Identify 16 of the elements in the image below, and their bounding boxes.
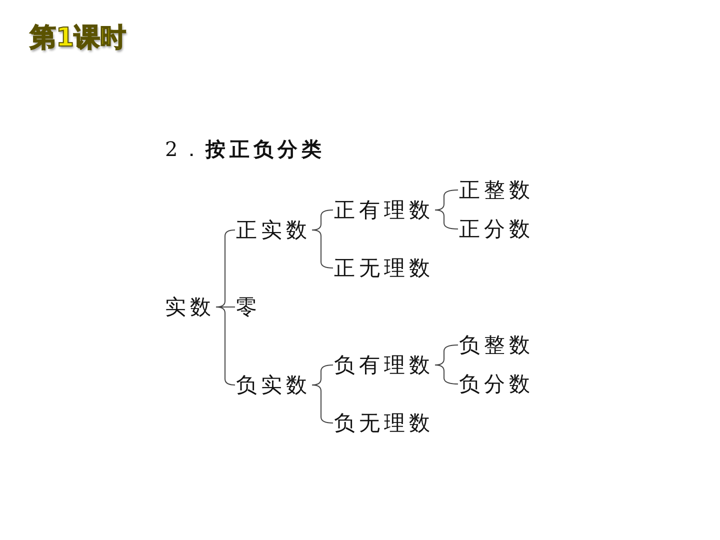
term-text: 正分数 bbox=[459, 216, 534, 242]
term-text: 负有理数 bbox=[334, 352, 434, 378]
term-text: 负无理数 bbox=[334, 410, 434, 436]
term-text: 正无理数 bbox=[334, 255, 434, 281]
brace-connector bbox=[434, 364, 458, 384]
term-text: 正整数 bbox=[459, 177, 534, 203]
section-heading: 2．按正负分类 bbox=[165, 136, 326, 163]
lesson-title: 第1课时 bbox=[30, 22, 126, 55]
term-text: 负分数 bbox=[459, 371, 534, 397]
term-text: 实数 bbox=[165, 294, 215, 320]
term-text: 正实数 bbox=[236, 217, 311, 243]
term-text: 零 bbox=[236, 294, 261, 320]
term-text: 正有理数 bbox=[334, 197, 434, 223]
brace-connector bbox=[434, 210, 458, 230]
term-text: 负实数 bbox=[236, 372, 311, 398]
term-text: 负整数 bbox=[459, 332, 534, 358]
